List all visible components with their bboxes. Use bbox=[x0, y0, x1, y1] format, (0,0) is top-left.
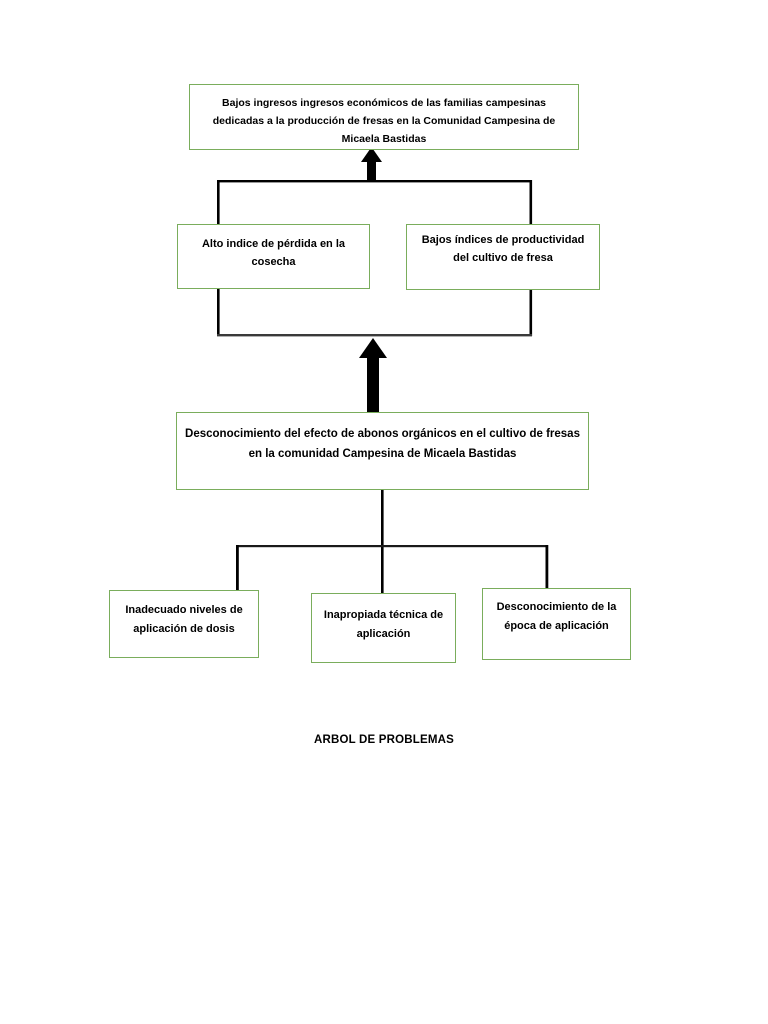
stem-core-to-causes bbox=[381, 490, 384, 593]
node-top-effect-label: Bajos ingresos ingresos económicos de la… bbox=[212, 97, 556, 146]
node-core-problem[interactable]: Desconocimiento del efecto de abonos org… bbox=[176, 412, 589, 490]
node-cause-epoca-label: Desconocimiento de la época de aplicació… bbox=[496, 601, 617, 632]
node-top-effect[interactable]: Bajos ingresos ingresos económicos de la… bbox=[189, 84, 579, 150]
node-effect-productivity[interactable]: Bajos índices de productividad del culti… bbox=[406, 224, 600, 290]
arrow-to-effects-icon bbox=[359, 338, 387, 412]
node-core-problem-label: Desconocimiento del efecto de abonos org… bbox=[185, 428, 580, 460]
bus-effects bbox=[217, 180, 533, 225]
drop-lines-effects bbox=[217, 289, 533, 337]
diagram-caption: ARBOL DE PROBLEMAS bbox=[313, 734, 455, 746]
bus-causes bbox=[236, 545, 549, 591]
arrow-to-top-effect-icon bbox=[361, 147, 382, 182]
node-effect-productivity-label: Bajos índices de productividad del culti… bbox=[421, 234, 585, 265]
node-cause-dosis-label: Inadecuado niveles de aplicación de dosi… bbox=[125, 604, 243, 635]
node-effect-loss-label: Alto indice de pérdida en la cosecha bbox=[201, 238, 346, 269]
node-cause-tecnica[interactable]: Inapropiada técnica de aplicación bbox=[311, 593, 456, 663]
node-effect-loss[interactable]: Alto indice de pérdida en la cosecha bbox=[177, 224, 370, 289]
node-cause-dosis[interactable]: Inadecuado niveles de aplicación de dosi… bbox=[109, 590, 259, 658]
node-cause-tecnica-label: Inapropiada técnica de aplicación bbox=[323, 609, 444, 640]
node-cause-epoca[interactable]: Desconocimiento de la época de aplicació… bbox=[482, 588, 631, 660]
